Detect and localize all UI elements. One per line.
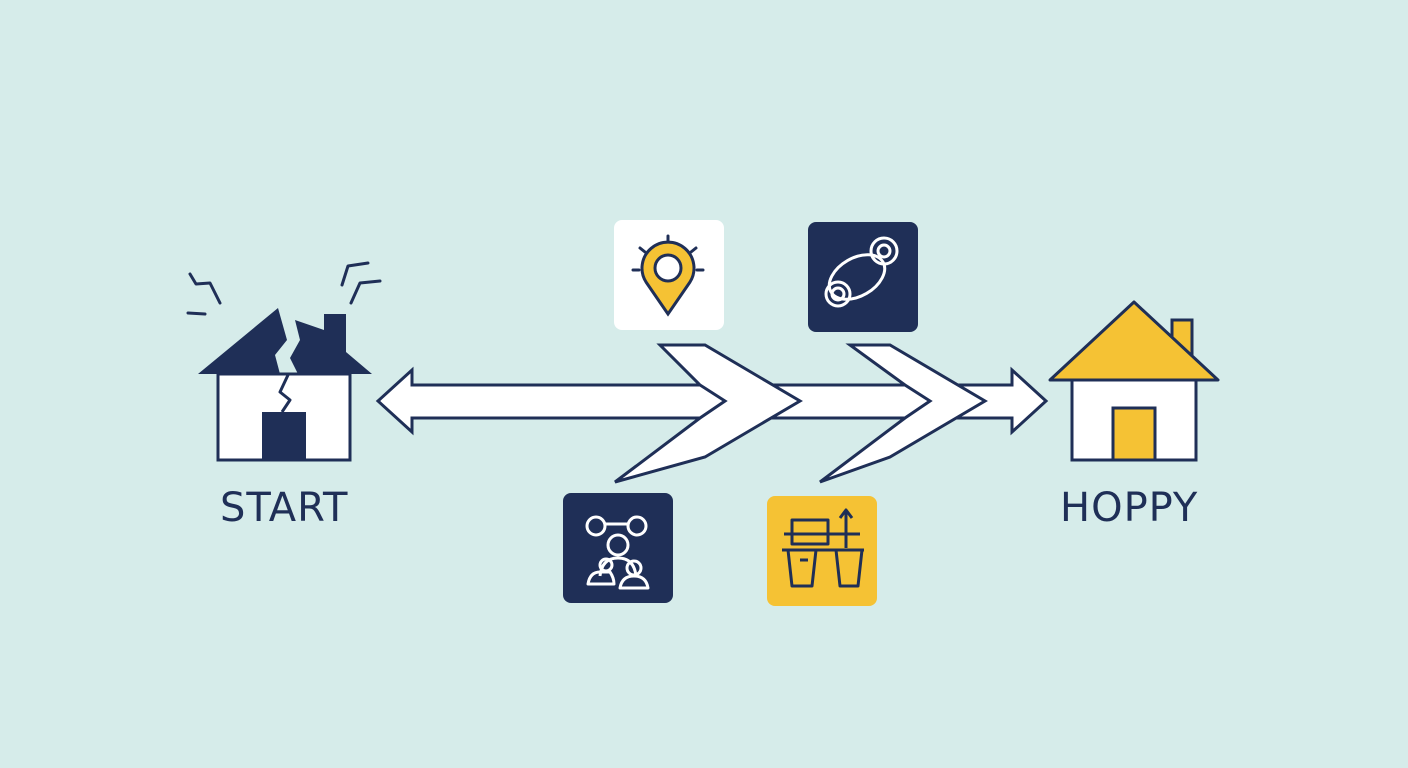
end-house-door xyxy=(1111,406,1157,462)
transition-arrow xyxy=(375,343,1049,484)
start-house-wall-crack xyxy=(278,374,292,413)
broken-house-icon xyxy=(186,261,382,462)
gears-tile xyxy=(808,222,918,332)
people-network-tile xyxy=(563,493,673,603)
chart-growth-icon xyxy=(782,508,864,588)
start-house-door xyxy=(262,412,306,460)
arrow-shaft xyxy=(375,366,1049,436)
start-house-roof-right xyxy=(290,314,372,374)
start-label: START xyxy=(220,485,349,531)
crack-marks xyxy=(186,261,382,316)
happy-house-icon xyxy=(1048,300,1220,462)
gears-icon xyxy=(824,236,899,308)
arrow-chevron-left xyxy=(614,343,803,484)
location-pin-tile xyxy=(614,220,724,330)
people-network-icon xyxy=(585,515,650,590)
chart-growth-tile xyxy=(767,496,877,606)
location-pin-icon xyxy=(631,234,705,317)
end-label: HOPPY xyxy=(1060,485,1199,531)
start-house-roof-left xyxy=(198,308,287,374)
arrow-chevron-right xyxy=(819,343,988,484)
